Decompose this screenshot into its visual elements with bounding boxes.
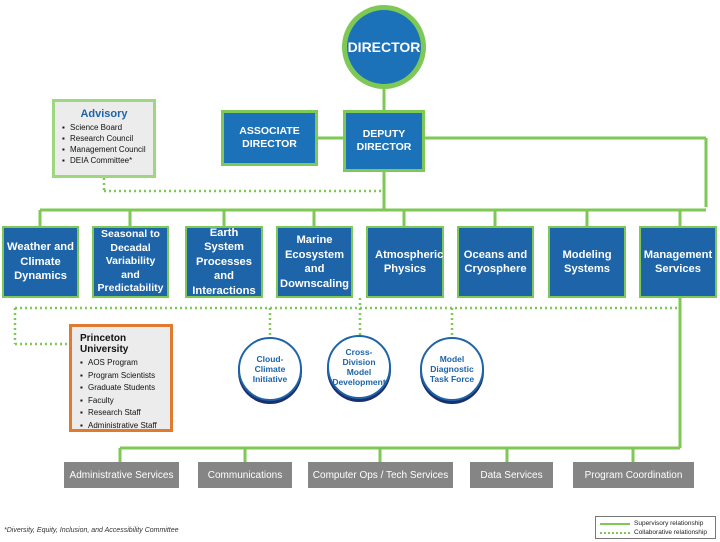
legend-solid-label: Supervisory relationship [634, 520, 704, 527]
task-model-diagnostic: Model Diagnostic Task Force [420, 337, 484, 401]
division-oceans-cryosphere: Oceans and Cryosphere [457, 226, 534, 298]
director-label: DIRECTOR [347, 10, 421, 84]
service-administrative: Administrative Services [64, 462, 179, 488]
division-label: Seasonal to Decadal Variability and Pred… [97, 228, 164, 295]
task-label: Cross-Division Model Development [332, 347, 386, 387]
footnote: *Diversity, Equity, Inclusion, and Acces… [4, 527, 179, 534]
legend-solid-swatch [600, 522, 630, 525]
advisory-item: Management Council [62, 144, 153, 155]
service-label: Communications [207, 469, 283, 481]
division-modeling-systems: Modeling Systems [548, 226, 626, 298]
division-label: Weather and Climate Dynamics [7, 241, 74, 283]
legend-dotted-label: Collaborative relationship [634, 529, 707, 536]
legend-row-solid: Supervisory relationship [600, 520, 703, 527]
task-label: Model Diagnostic Task Force [429, 354, 475, 384]
advisory-item: Research Council [62, 133, 153, 144]
princeton-item: Faculty [80, 395, 170, 408]
service-computer-ops: Computer Ops / Tech Services [308, 462, 453, 488]
legend: Supervisory relationship Collaborative r… [595, 516, 716, 539]
service-label: Program Coordination [584, 469, 683, 481]
service-label: Data Services [480, 469, 543, 481]
princeton-item: Research Staff [80, 407, 170, 420]
division-label: Atmospheric Physics [375, 248, 444, 276]
legend-row-dotted: Collaborative relationship [600, 529, 707, 536]
service-label: Administrative Services [69, 469, 174, 481]
advisory-item: Science Board [62, 122, 153, 133]
deputy-director-box: DEPUTY DIRECTOR [343, 110, 425, 172]
service-data: Data Services [470, 462, 553, 488]
division-atmospheric-physics: Atmospheric Physics [366, 226, 444, 298]
division-label: Management Services [643, 248, 713, 276]
associate-director-box: ASSOCIATE DIRECTOR [221, 110, 318, 166]
princeton-item: Administrative Staff [80, 420, 170, 433]
division-management-services: Management Services [639, 226, 717, 298]
division-marine-ecosystem: Marine Ecosystem and Downscaling [276, 226, 353, 298]
service-label: Computer Ops / Tech Services [312, 469, 449, 481]
deputy-director-label: DEPUTY DIRECTOR [356, 128, 412, 153]
associate-director-label: ASSOCIATE DIRECTOR [239, 125, 300, 150]
advisory-item: DEIA Committee* [62, 155, 153, 166]
division-label: Modeling Systems [562, 248, 612, 276]
division-weather-climate: Weather and Climate Dynamics [2, 226, 79, 298]
princeton-title: Princeton University [80, 333, 129, 355]
advisory-box: Advisory Science Board Research Council … [52, 99, 156, 178]
service-program-coordination: Program Coordination [573, 462, 694, 488]
princeton-item: Program Scientists [80, 370, 170, 383]
princeton-item: AOS Program [80, 357, 170, 370]
division-label: Earth System Processes and Interactions [192, 226, 256, 297]
princeton-list: AOS Program Program Scientists Graduate … [80, 357, 170, 432]
director-node: DIRECTOR [342, 5, 426, 89]
division-seasonal-decadal: Seasonal to Decadal Variability and Pred… [92, 226, 169, 298]
division-earth-system: Earth System Processes and Interactions [185, 226, 263, 298]
advisory-list: Science Board Research Council Managemen… [62, 122, 153, 166]
legend-dotted-swatch [600, 531, 630, 534]
task-cross-division: Cross-Division Model Development [327, 335, 391, 399]
division-label: Marine Ecosystem and Downscaling [280, 234, 349, 290]
task-label: Cloud-Climate Initiative [252, 354, 288, 384]
task-cloud-climate: Cloud-Climate Initiative [238, 337, 302, 401]
service-communications: Communications [198, 462, 292, 488]
division-label: Oceans and Cryosphere [463, 248, 528, 276]
princeton-item: Graduate Students [80, 382, 170, 395]
advisory-title: Advisory [80, 108, 128, 120]
princeton-box: Princeton University AOS Program Program… [69, 324, 173, 432]
